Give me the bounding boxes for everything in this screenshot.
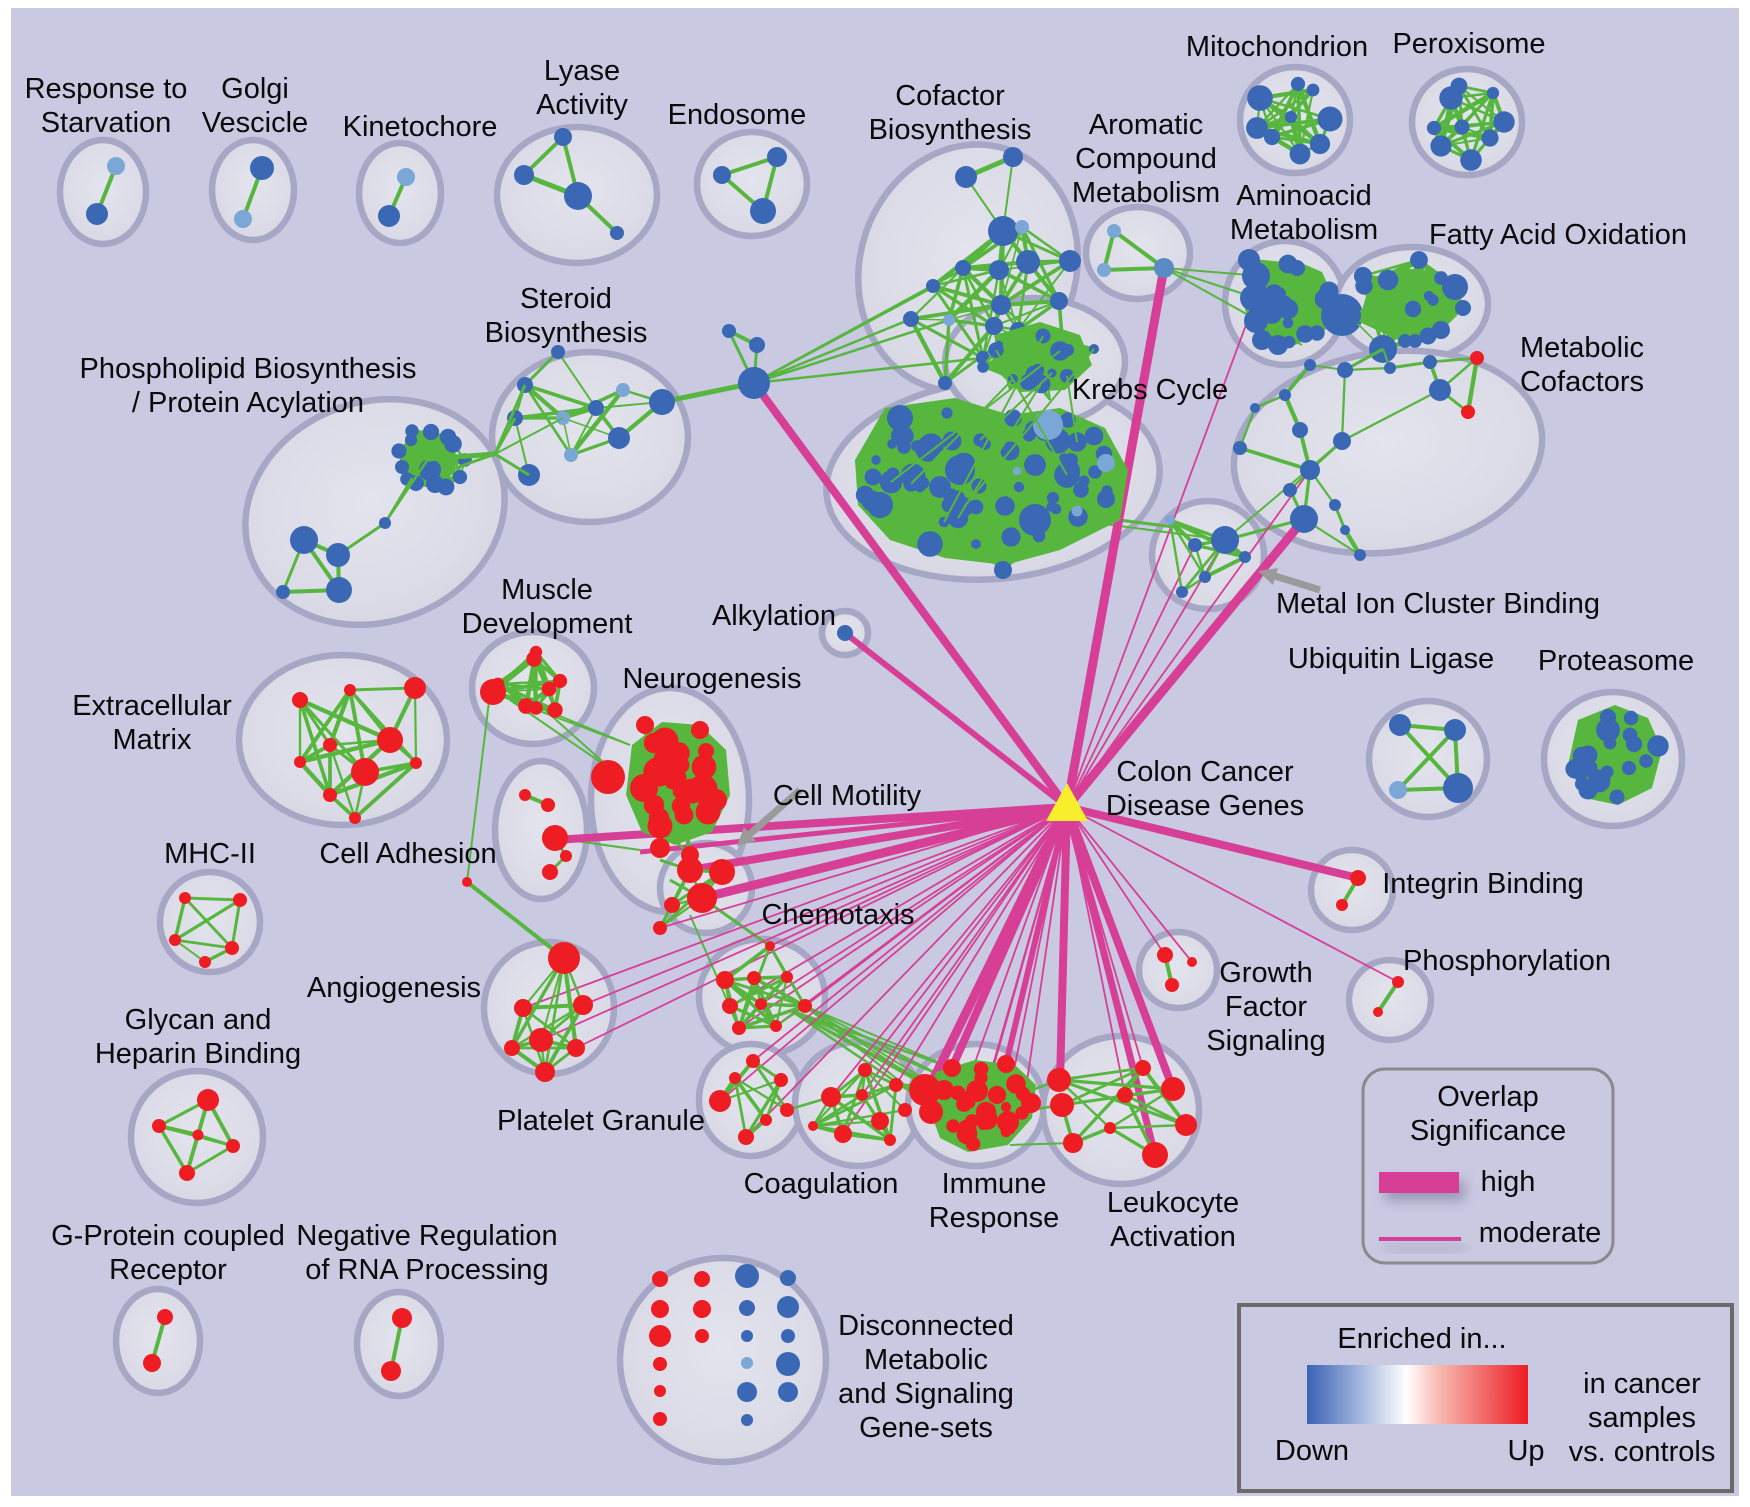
svg-text:Ubiquitin Ligase: Ubiquitin Ligase xyxy=(1288,643,1494,675)
svg-text:Aminoacid: Aminoacid xyxy=(1236,180,1371,212)
svg-text:Glycan and: Glycan and xyxy=(125,1004,272,1036)
svg-text:Overlap: Overlap xyxy=(1437,1081,1539,1113)
svg-text:Response: Response xyxy=(929,1202,1060,1234)
svg-text:Endosome: Endosome xyxy=(668,99,807,131)
svg-text:Down: Down xyxy=(1275,1435,1349,1467)
svg-text:Metabolic: Metabolic xyxy=(864,1344,988,1376)
svg-text:Activity: Activity xyxy=(536,89,628,121)
svg-text:in cancer: in cancer xyxy=(1583,1368,1701,1400)
svg-text:Kinetochore: Kinetochore xyxy=(343,111,498,143)
svg-text:Phospholipid Biosynthesis: Phospholipid Biosynthesis xyxy=(80,353,417,385)
svg-text:Factor: Factor xyxy=(1225,991,1308,1023)
svg-text:Mitochondrion: Mitochondrion xyxy=(1186,31,1368,63)
svg-text:Significance: Significance xyxy=(1410,1115,1566,1147)
svg-text:Compound: Compound xyxy=(1075,143,1217,175)
svg-text:Gene-sets: Gene-sets xyxy=(859,1412,993,1444)
svg-text:Negative Regulation: Negative Regulation xyxy=(296,1220,557,1252)
svg-text:Cell Adhesion: Cell Adhesion xyxy=(319,838,496,870)
svg-text:Starvation: Starvation xyxy=(41,107,172,139)
svg-text:Receptor: Receptor xyxy=(109,1254,227,1286)
svg-text:Chemotaxis: Chemotaxis xyxy=(761,899,914,931)
svg-text:Proteasome: Proteasome xyxy=(1538,645,1694,677)
svg-text:Metabolism: Metabolism xyxy=(1230,214,1378,246)
svg-text:Metabolic: Metabolic xyxy=(1520,332,1644,364)
svg-text:Cell Motility: Cell Motility xyxy=(773,780,922,812)
svg-text:Enriched in...: Enriched in... xyxy=(1337,1323,1506,1355)
svg-text:Response to: Response to xyxy=(25,73,188,105)
svg-text:Coagulation: Coagulation xyxy=(744,1168,899,1200)
svg-text:Development: Development xyxy=(462,608,633,640)
svg-text:Krebs Cycle: Krebs Cycle xyxy=(1072,374,1228,406)
svg-text:Cofactor: Cofactor xyxy=(895,80,1005,112)
svg-text:Angiogenesis: Angiogenesis xyxy=(307,972,481,1004)
svg-text:Fatty Acid Oxidation: Fatty Acid Oxidation xyxy=(1429,219,1687,251)
svg-text:Aromatic: Aromatic xyxy=(1089,109,1203,141)
svg-text:Leukocyte: Leukocyte xyxy=(1107,1187,1239,1219)
svg-text:MHC-II: MHC-II xyxy=(164,838,256,870)
svg-text:Steroid: Steroid xyxy=(520,283,612,315)
svg-text:Alkylation: Alkylation xyxy=(712,600,836,632)
svg-text:Metal Ion Cluster Binding: Metal Ion Cluster Binding xyxy=(1276,588,1600,620)
svg-text:Cofactors: Cofactors xyxy=(1520,366,1644,398)
svg-text:moderate: moderate xyxy=(1479,1217,1602,1249)
svg-text:Vescicle: Vescicle xyxy=(202,107,308,139)
svg-text:Biosynthesis: Biosynthesis xyxy=(485,317,648,349)
svg-text:Neurogenesis: Neurogenesis xyxy=(623,663,802,695)
svg-text:Biosynthesis: Biosynthesis xyxy=(869,114,1032,146)
svg-text:Phosphorylation: Phosphorylation xyxy=(1403,945,1611,977)
svg-text:vs. controls: vs. controls xyxy=(1569,1436,1716,1468)
svg-text:Disease Genes: Disease Genes xyxy=(1106,790,1304,822)
svg-text:Disconnected: Disconnected xyxy=(838,1310,1014,1342)
svg-text:Extracellular: Extracellular xyxy=(72,690,232,722)
svg-text:G-Protein coupled: G-Protein coupled xyxy=(51,1220,285,1252)
svg-text:Activation: Activation xyxy=(1110,1221,1236,1253)
svg-text:Up: Up xyxy=(1507,1435,1544,1467)
svg-text:Lyase: Lyase xyxy=(544,55,620,87)
svg-text:and Signaling: and Signaling xyxy=(838,1378,1014,1410)
svg-text:Golgi: Golgi xyxy=(221,73,289,105)
svg-text:Peroxisome: Peroxisome xyxy=(1392,28,1545,60)
svg-text:Growth: Growth xyxy=(1219,957,1312,989)
svg-text:Immune: Immune xyxy=(942,1168,1047,1200)
svg-text:Metabolism: Metabolism xyxy=(1072,177,1220,209)
svg-text:Heparin Binding: Heparin Binding xyxy=(95,1038,301,1070)
svg-text:/ Protein Acylation: / Protein Acylation xyxy=(132,387,364,419)
svg-text:of RNA Processing: of RNA Processing xyxy=(305,1254,548,1286)
svg-text:Platelet Granule: Platelet Granule xyxy=(497,1105,705,1137)
svg-text:Matrix: Matrix xyxy=(113,724,192,756)
svg-text:Signaling: Signaling xyxy=(1206,1025,1325,1057)
svg-text:Muscle: Muscle xyxy=(501,574,593,606)
svg-text:samples: samples xyxy=(1588,1402,1696,1434)
svg-text:Integrin Binding: Integrin Binding xyxy=(1382,868,1584,900)
svg-text:high: high xyxy=(1481,1166,1536,1198)
svg-text:Colon Cancer: Colon Cancer xyxy=(1116,756,1294,788)
